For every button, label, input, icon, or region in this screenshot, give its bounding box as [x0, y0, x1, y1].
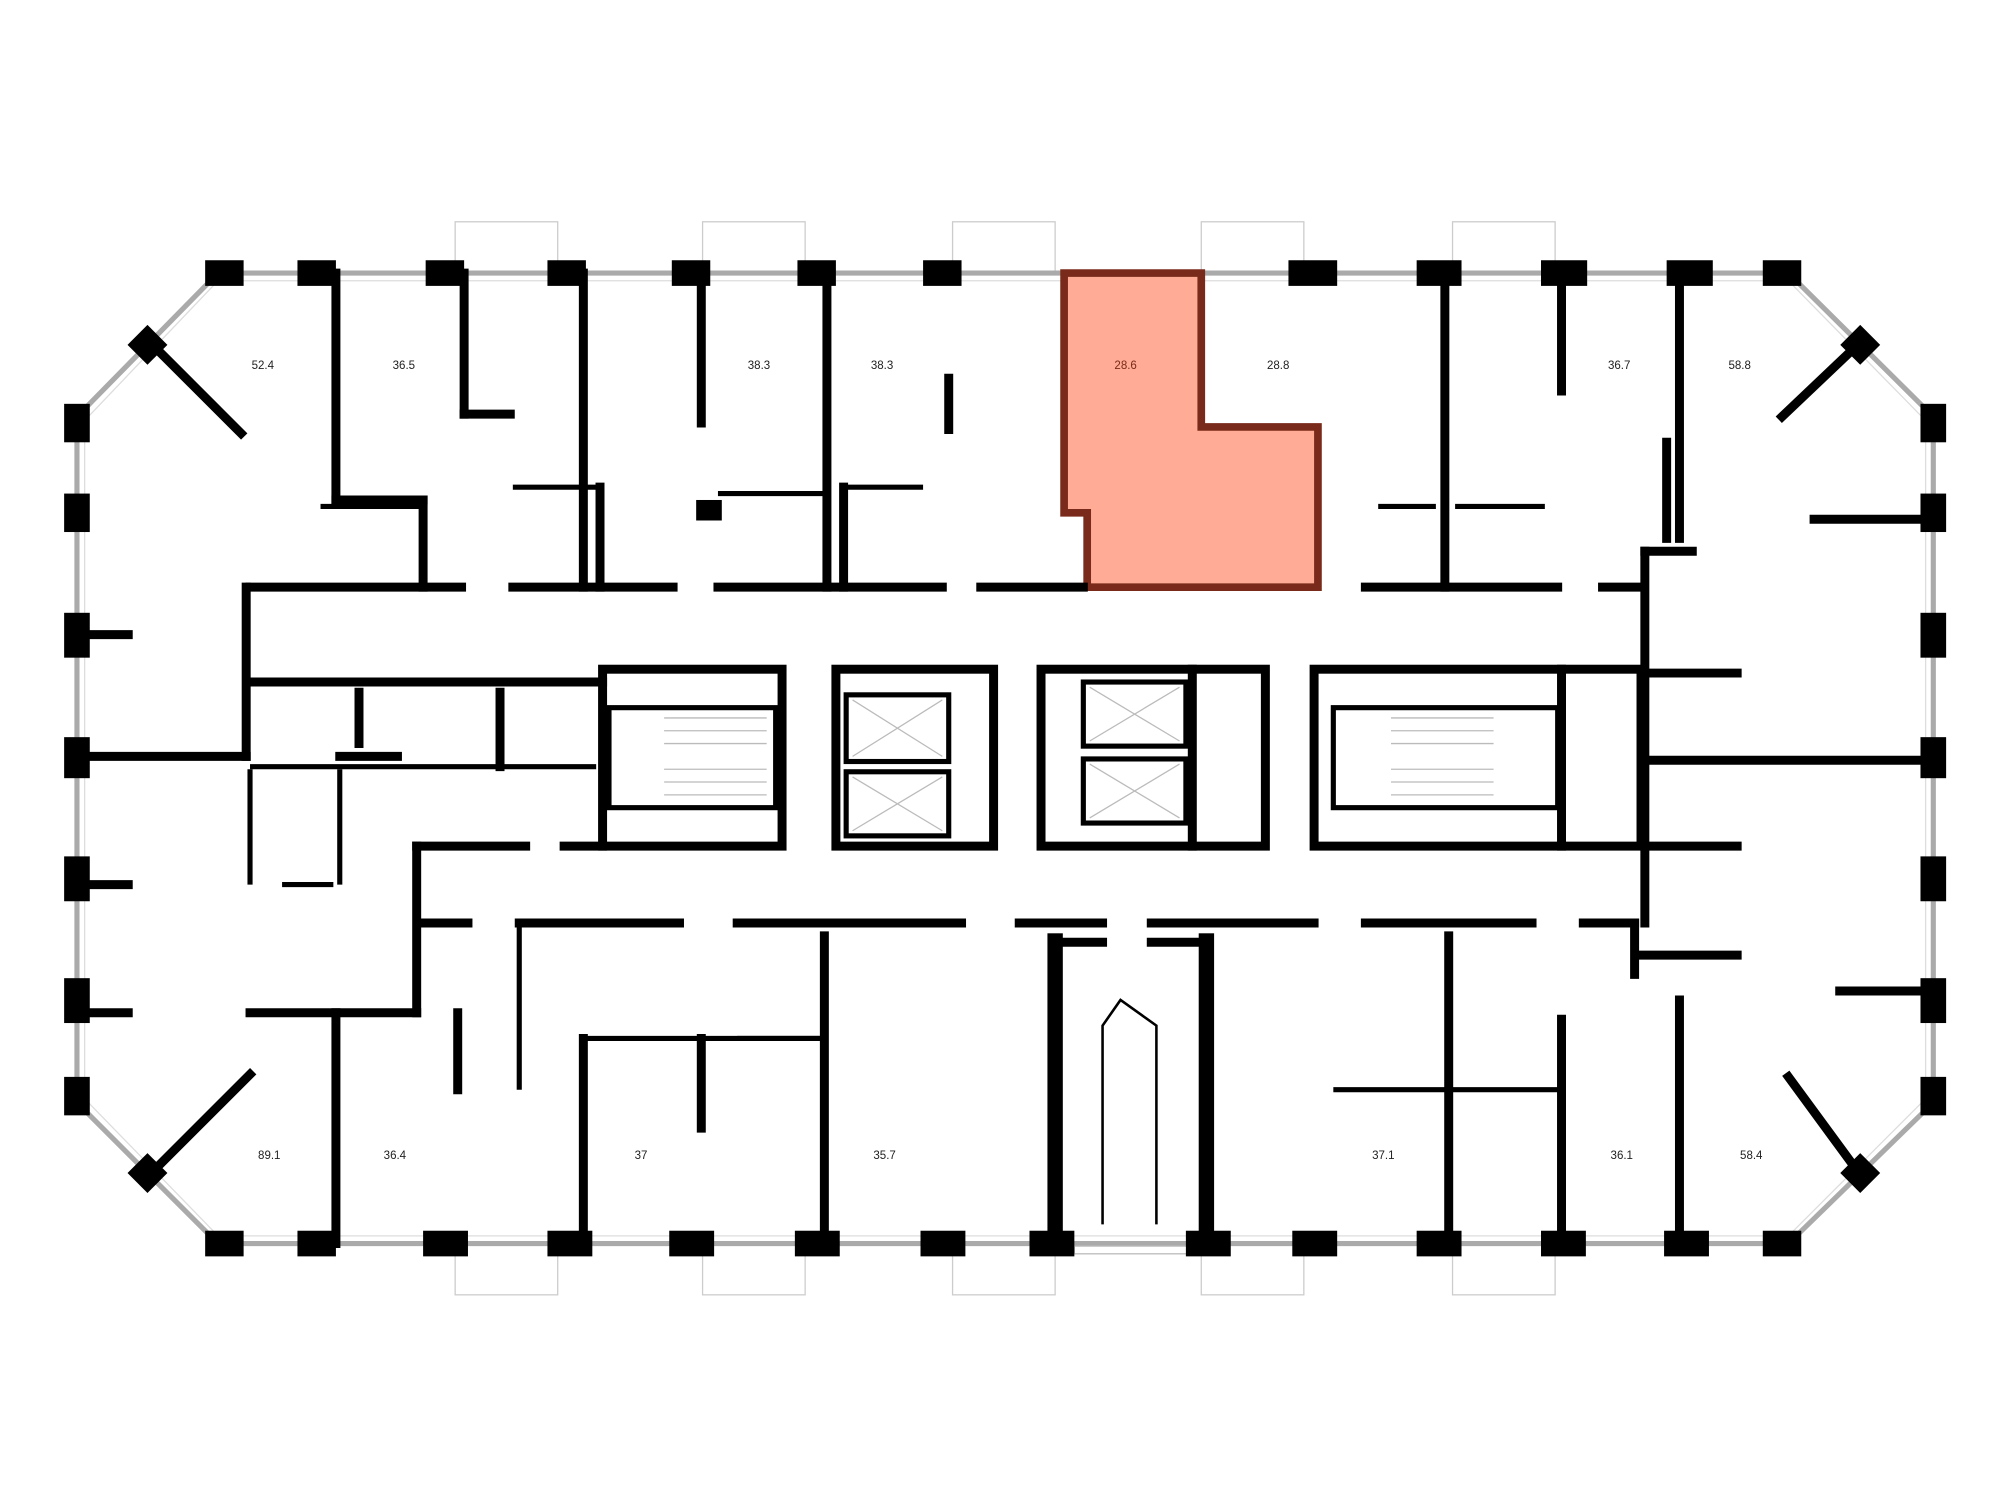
unit-area-label[interactable]: 52.4 — [252, 360, 275, 372]
selected-unit-area-label[interactable]: 28.6 — [1114, 360, 1136, 372]
unit-area-label[interactable]: 36.7 — [1608, 360, 1630, 372]
unit-area-label[interactable]: 36.1 — [1611, 1150, 1633, 1162]
unit-area-label[interactable]: 58.4 — [1740, 1150, 1763, 1162]
unit-area-label[interactable]: 28.8 — [1267, 360, 1289, 372]
unit-area-label[interactable]: 38.3 — [748, 360, 770, 372]
unit-area-label[interactable]: 36.5 — [393, 360, 415, 372]
balconies — [454, 221, 1556, 1296]
unit-area-label[interactable]: 89.1 — [258, 1150, 280, 1162]
unit-labels-top: 52.4 36.5 38.3 38.3 28.6 28.8 36.7 58.8 — [252, 360, 1751, 372]
unit-area-label[interactable]: 37.1 — [1372, 1150, 1394, 1162]
selected-apartment[interactable] — [1060, 269, 1322, 592]
unit-area-label[interactable]: 58.8 — [1729, 360, 1751, 372]
unit-area-label[interactable]: 35.7 — [873, 1150, 895, 1162]
unit-area-label[interactable]: 37 — [635, 1150, 648, 1162]
unit-area-label[interactable]: 36.4 — [384, 1150, 407, 1162]
unit-area-label[interactable]: 38.3 — [871, 360, 893, 372]
unit-labels-bottom: 89.1 36.4 37 35.7 37.1 36.1 58.4 — [258, 1150, 1763, 1162]
walls — [72, 268, 1938, 1255]
